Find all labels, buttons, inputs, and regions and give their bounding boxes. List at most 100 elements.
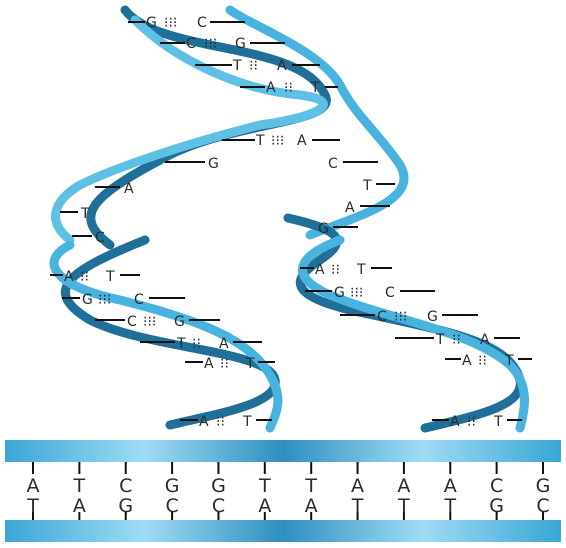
base-right: G [174, 314, 185, 330]
bar-base-top: C [119, 475, 132, 497]
base-right: T [105, 269, 115, 285]
base-left: C [377, 309, 387, 325]
right-unpaired-bases: C T A G [318, 156, 395, 237]
base-left: A [204, 356, 214, 372]
bar-base-bottom: T [351, 495, 364, 517]
bar-base-pair: CG [489, 462, 504, 520]
base-right: C [385, 285, 395, 301]
base-right: T [493, 414, 503, 430]
bar-base-top: A [397, 475, 410, 497]
base-pair: A ⁝⁝ T [432, 414, 522, 430]
left-daughter-strand-front [49, 240, 283, 433]
bar-base-top: T [258, 475, 271, 497]
hbond: ⁝⁝ [216, 414, 225, 430]
left-unpaired-bases: G A T C [60, 156, 219, 246]
base-left: G [82, 292, 93, 308]
parent-strand-front-2 [51, 15, 328, 245]
base-right: G [235, 36, 246, 52]
base-pair: T ⁝⁝ A [140, 336, 262, 352]
bar-base-pair: AT [443, 462, 457, 520]
bar-base-bottom: T [443, 495, 456, 517]
bar-base-pair: GC [211, 462, 226, 520]
bar-base-bottom: T [26, 495, 39, 517]
bar-base-pair: GC [165, 462, 179, 520]
bar-base-top: A [351, 475, 364, 497]
bar-base-top: T [304, 475, 317, 497]
base-left: A [462, 353, 472, 369]
bar-base-bottom: A [258, 495, 271, 517]
left-daughter-helix [49, 235, 283, 433]
hbond: ⁝⁝ [249, 58, 258, 74]
base: A [345, 200, 355, 216]
base-left: C [127, 314, 137, 330]
hbond: ⁝⁝ [220, 356, 229, 372]
base: T [362, 178, 372, 194]
hbond: ⁝⁝ [452, 332, 461, 348]
parent-helix [51, 5, 409, 250]
base-right: T [245, 356, 255, 372]
base-right: T [356, 262, 366, 278]
base-right: C [197, 15, 207, 31]
base-left: A [199, 414, 209, 430]
base-pair: C ⁝⁝⁝ G [160, 36, 285, 52]
bar-base-top: C [490, 475, 503, 497]
bar-base-bottom: G [489, 495, 504, 517]
bar-base-bottom: C [536, 495, 549, 517]
base-left: A [450, 414, 460, 430]
base-pair: T ⁝⁝⁝ A [222, 133, 340, 149]
base: A [124, 181, 134, 197]
left-daughter-strand-back [60, 235, 280, 430]
base: T [80, 206, 90, 222]
bar-base-bottom: G [118, 495, 133, 517]
base-pair: G ⁝⁝⁝ C [62, 292, 185, 308]
hbond: ⁝⁝⁝ [143, 314, 156, 330]
base-left: A [315, 262, 325, 278]
bar-base-bottom: T [397, 495, 410, 517]
bar-base-top: G [536, 475, 551, 497]
bar-base-top: A [27, 475, 40, 497]
hbond: ⁝⁝⁝ [350, 285, 363, 301]
base-left: T [176, 336, 186, 352]
base-pair: T ⁝⁝ A [195, 58, 320, 74]
base-pair: A ⁝⁝ T [240, 80, 338, 96]
base-left: T [255, 133, 265, 149]
bar-base-pair: TA [73, 462, 86, 520]
bar-base-pair: AT [351, 462, 364, 520]
base-pair: A ⁝⁝ T [185, 356, 275, 372]
base-right: T [242, 414, 252, 430]
hbond: ⁝⁝⁝ [271, 133, 284, 149]
bar-base-top: G [211, 475, 226, 497]
hbond: ⁝⁝⁝ [394, 309, 407, 325]
bar-base-top: A [444, 475, 457, 497]
base: C [95, 230, 105, 246]
base-pair: C ⁝⁝⁝ G [340, 309, 478, 325]
bar-base-pair: CG [118, 462, 133, 520]
bar-base-bottom: A [73, 495, 86, 517]
base-left: G [334, 285, 345, 301]
hbond: ⁝⁝ [80, 269, 89, 285]
base-pair: A ⁝⁝ T [300, 262, 392, 278]
bar-base-top: T [73, 475, 86, 497]
hbond: ⁝⁝ [467, 414, 476, 430]
bar-base-pair: GC [536, 462, 551, 520]
base-left: G [146, 15, 157, 31]
right-daughter-strand-back [283, 213, 525, 433]
base-pair: T ⁝⁝ A [395, 332, 520, 348]
hbond: ⁝⁝⁝ [164, 15, 177, 31]
hbond: ⁝⁝ [478, 353, 487, 369]
hbond: ⁝⁝ [284, 80, 293, 96]
base-pair: G ⁝⁝⁝ C [128, 15, 245, 31]
bar-base-bottom: C [165, 495, 178, 517]
hbond: ⁝⁝ [331, 262, 340, 278]
base-left: A [266, 80, 276, 96]
base-pair: A ⁝⁝ T [50, 269, 140, 285]
base-pair: C ⁝⁝⁝ G [95, 314, 220, 330]
base-pair: A ⁝⁝ T [180, 414, 272, 430]
bar-base-pair: AT [26, 462, 40, 520]
base: C [328, 156, 338, 172]
hbond: ⁝⁝⁝ [204, 36, 217, 52]
parent-strand-front [225, 5, 409, 240]
